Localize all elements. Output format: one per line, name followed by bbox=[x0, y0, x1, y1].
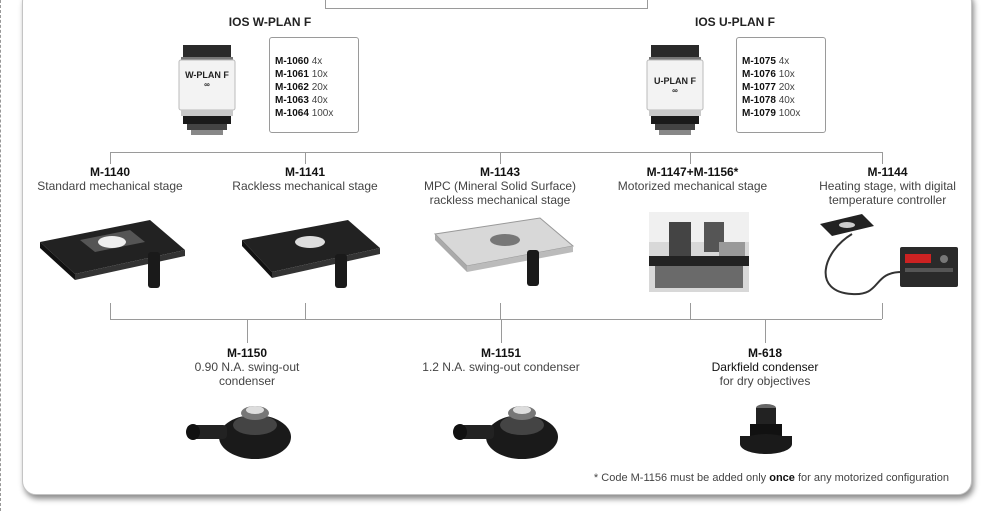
objective-lens-wplan bbox=[178, 45, 236, 135]
objective-title-uplan: IOS U-PLAN F bbox=[695, 15, 775, 29]
stage-photo-m1140 bbox=[40, 220, 185, 288]
stage-label-m1144: M-1144 Heating stage, with digital tempe… bbox=[819, 165, 956, 207]
top-bracket-line bbox=[325, 8, 648, 9]
code-row: M-1064 100x bbox=[275, 108, 334, 119]
stage-tick-1 bbox=[110, 152, 111, 164]
objective-barrel-label-uplan: U-PLAN F bbox=[654, 76, 696, 86]
cond-down-2 bbox=[501, 319, 502, 343]
stage-photo-m1141 bbox=[242, 220, 380, 288]
cond-up-3 bbox=[500, 303, 501, 319]
stage-label-m1140: M-1140 Standard mechanical stage bbox=[37, 165, 183, 193]
stage-tick-4 bbox=[690, 152, 691, 164]
left-margin-guide bbox=[0, 0, 1, 511]
condenser-photo-m1151 bbox=[453, 406, 558, 459]
code-list-wplan: M-1060 4x M-1061 10x M-1062 20x M-1063 4… bbox=[269, 37, 359, 133]
stage-label-m1147: M-1147+M-1156* Motorized mechanical stag… bbox=[617, 165, 768, 193]
code-row: M-1079 100x bbox=[742, 108, 801, 119]
code-row: M-1063 40x bbox=[275, 95, 328, 106]
condenser-label-m618: M-618 Darkfield condenser for dry object… bbox=[711, 346, 819, 388]
code-row: M-1078 40x bbox=[742, 95, 795, 106]
stage-label-m1141: M-1141 Rackless mechanical stage bbox=[232, 165, 378, 193]
stage-label-m1143: M-1143 MPC (Mineral Solid Surface) rackl… bbox=[423, 165, 577, 207]
heating-stage-photo-m1144 bbox=[820, 214, 958, 296]
code-row: M-1076 10x bbox=[742, 69, 795, 80]
code-row: M-1061 10x bbox=[275, 69, 328, 80]
code-row: M-1075 4x bbox=[742, 56, 790, 67]
infinity-symbol-wplan: ∞ bbox=[204, 80, 210, 89]
code-row: M-1060 4x bbox=[275, 56, 323, 67]
stage-bracket-line bbox=[110, 152, 882, 153]
cond-up-5 bbox=[882, 303, 883, 319]
cond-up-2 bbox=[305, 303, 306, 319]
condenser-bracket-line bbox=[110, 319, 882, 320]
cond-down-1 bbox=[247, 319, 248, 343]
objective-title-wplan: IOS W-PLAN F bbox=[228, 15, 312, 29]
code-list-uplan: M-1075 4x M-1076 10x M-1077 20x M-1078 4… bbox=[736, 37, 826, 133]
darkfield-condenser-photo-m618 bbox=[740, 404, 792, 454]
stage-tick-5 bbox=[882, 152, 883, 164]
condenser-label-m1151: M-1151 1.2 N.A. swing-out condenser bbox=[422, 346, 580, 374]
top-stub-left bbox=[325, 0, 326, 8]
stage-photo-m1143 bbox=[433, 217, 575, 286]
footnote: * Code M-1156 must be added only once fo… bbox=[593, 472, 949, 484]
stage-tick-3 bbox=[500, 152, 501, 164]
top-stub-right bbox=[647, 0, 648, 8]
code-row: M-1077 20x bbox=[742, 82, 795, 93]
cond-up-4 bbox=[690, 303, 691, 319]
infinity-symbol-uplan: ∞ bbox=[672, 86, 678, 95]
cond-down-3 bbox=[765, 319, 766, 343]
condenser-photo-m1150 bbox=[186, 406, 291, 459]
code-row: M-1062 20x bbox=[275, 82, 328, 93]
objective-barrel-label-wplan: W-PLAN F bbox=[185, 70, 229, 80]
motorized-stage-photo-m1147 bbox=[649, 212, 749, 292]
stage-tick-2 bbox=[305, 152, 306, 164]
condenser-label-m1150: M-1150 0.90 N.A. swing-out condenser bbox=[194, 346, 300, 388]
objective-lens-uplan bbox=[646, 45, 704, 135]
cond-up-1 bbox=[110, 303, 111, 319]
